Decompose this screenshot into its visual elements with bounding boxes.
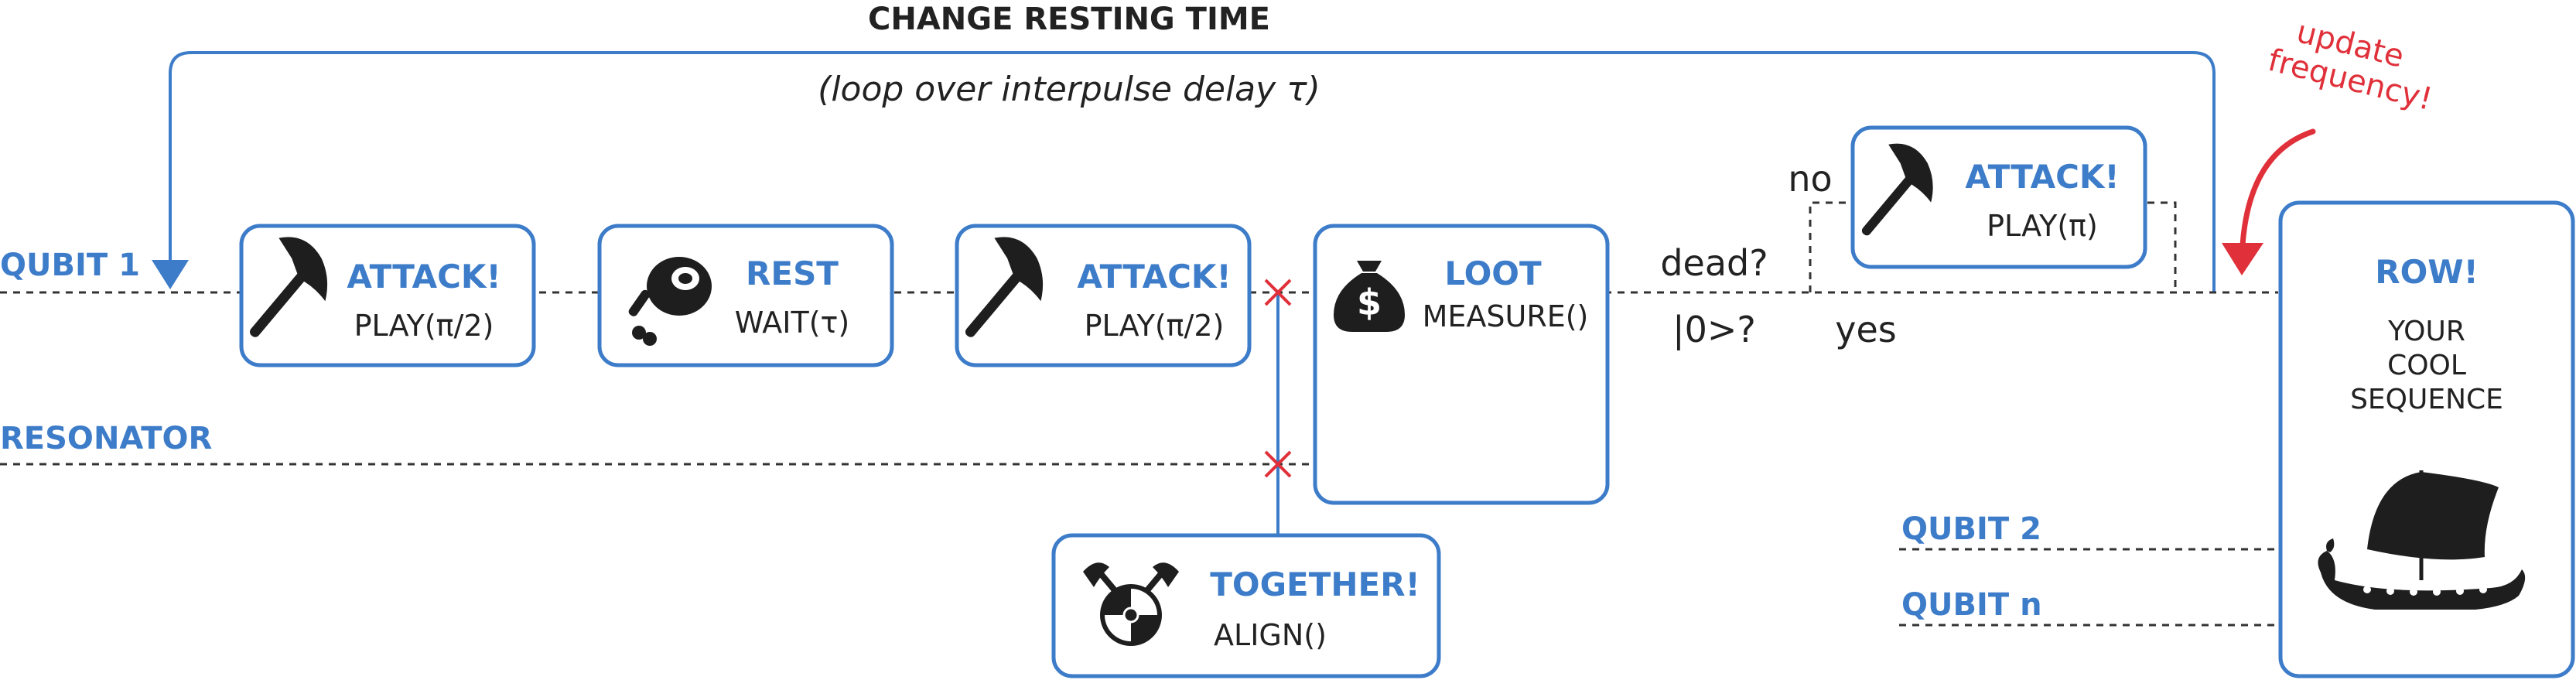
qubit1-label: QUBIT 1 (0, 248, 140, 283)
qubit2-label: QUBIT 2 (1901, 511, 2041, 547)
together-title: TOGETHER! (1210, 566, 1420, 603)
attack-box-3: ATTACK! PLAY(π) (1850, 125, 2147, 269)
attack-3-code: PLAY(π) (1987, 209, 2098, 243)
rest-box: REST WAIT(τ) (597, 224, 894, 367)
row-box: ROW! YOUR COOL SEQUENCE (2278, 200, 2575, 678)
annotation-arrowhead (2222, 243, 2263, 275)
loop-arrowhead (152, 260, 189, 289)
shield-axes-icon (1083, 562, 1179, 646)
rest-code: WAIT(τ) (735, 306, 849, 340)
attack-box-2: ATTACK! PLAY(π/2) (955, 224, 1252, 367)
rest-title: REST (746, 255, 839, 292)
attack-3-title: ATTACK! (1965, 158, 2119, 196)
loot-title: LOOT (1444, 255, 1542, 292)
row-title: ROW! (2375, 253, 2479, 291)
loop-arrow (152, 51, 2216, 292)
resonator-label: RESONATOR (0, 421, 212, 456)
decision-question: dead? (1660, 242, 1768, 284)
attack-2-title: ATTACK! (1077, 258, 1231, 296)
attack-1-title: ATTACK! (347, 258, 501, 296)
decision-condition: |0>? (1672, 309, 1756, 351)
loot-code: MEASURE() (1423, 299, 1589, 333)
meat-icon (628, 257, 712, 346)
qubitn-label: QUBIT n (1901, 587, 2042, 623)
axe-icon (1861, 143, 1933, 236)
attack-1-code: PLAY(π/2) (354, 309, 494, 343)
row-line-2: COOL (2387, 350, 2466, 381)
viking-ship-icon (2318, 470, 2526, 610)
attack-2-code: PLAY(π/2) (1085, 309, 1225, 343)
loot-box: $ LOOT MEASURE() (1313, 224, 1610, 505)
sync-cross-qubit1 (1264, 278, 1292, 306)
annotation-arrow (2239, 128, 2316, 266)
attack-box-1: ATTACK! PLAY(π/2) (239, 224, 536, 367)
svg-text:$: $ (1357, 282, 1382, 323)
row-line-1: YOUR (2387, 316, 2465, 347)
sync-cross-resonator (1264, 450, 1292, 478)
branch-yes-label: yes (1835, 309, 1897, 350)
axe-icon (965, 237, 1044, 337)
row-line-3: SEQUENCE (2350, 384, 2503, 415)
money-bag-icon: $ (1334, 261, 1405, 332)
branch-bracket (1809, 201, 2177, 292)
branch-no-label: no (1788, 158, 1832, 200)
loop-subtitle: (loop over interpulse delay τ) (818, 70, 1320, 109)
loop-title: CHANGE RESTING TIME (868, 2, 1270, 37)
axe-icon (249, 237, 328, 337)
together-code: ALIGN() (1214, 618, 1327, 652)
together-box: TOGETHER! ALIGN() (1051, 533, 1441, 678)
